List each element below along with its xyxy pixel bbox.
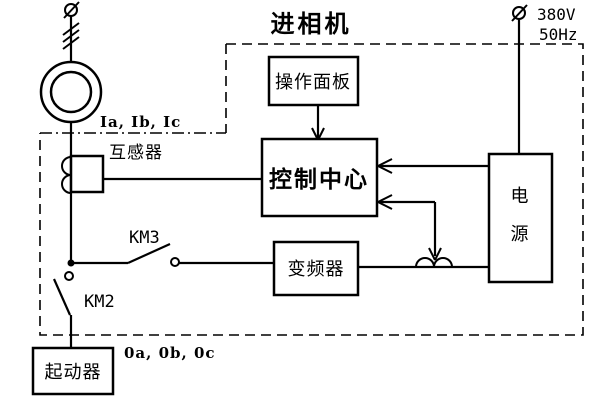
phase-terminal-icon — [511, 4, 528, 22]
starter-label: 起动器 — [45, 362, 102, 383]
power-supply-char1: 电 — [511, 186, 530, 207]
km2-label: KM2 — [84, 292, 115, 312]
km2-blade — [52, 278, 72, 316]
frequency-label: 50Hz — [539, 25, 578, 44]
phase-terminal-icon — [63, 1, 80, 19]
voltage-label: 380V — [537, 5, 576, 24]
km3-switch — [71, 242, 274, 267]
km2-contact-icon — [64, 271, 74, 281]
km2-switch — [52, 271, 74, 348]
power-supply-block: 电 源 — [487, 152, 554, 284]
current-transformer-symbol — [61, 154, 262, 194]
feedback-arrow — [377, 194, 442, 261]
arrow-power-to-control — [377, 158, 489, 174]
enclosure-outline — [39, 43, 584, 336]
km3-label: KM3 — [129, 228, 160, 248]
km3-contact-icon — [170, 257, 180, 267]
winding-arcs-icon — [61, 156, 72, 194]
three-phase-hash-marks — [62, 22, 80, 50]
mains-feed — [511, 4, 528, 154]
arrow-panel-to-control — [311, 105, 325, 141]
motor-branch — [39, 1, 103, 267]
input-current-label: Ia, Ib, Ic — [100, 113, 181, 131]
km3-blade — [127, 242, 171, 265]
frequency-converter-label: 变频器 — [288, 259, 345, 280]
sense-winding-icon — [415, 257, 453, 268]
control-center-block: 控制中心 — [260, 137, 379, 218]
frequency-converter-block: 变频器 — [272, 240, 360, 297]
operation-panel-label: 操作面板 — [275, 72, 351, 93]
control-center-label: 控制中心 — [269, 166, 369, 193]
inverter-to-power-wire — [358, 257, 489, 269]
transformer-label: 互感器 — [109, 143, 163, 163]
starter-block: 起动器 — [31, 346, 115, 396]
power-supply-char2: 源 — [511, 224, 530, 245]
output-current-label: 0a, 0b, 0c — [124, 344, 216, 362]
transformer-box — [69, 154, 105, 194]
diagram-title: 进相机 — [271, 10, 352, 38]
operation-panel-block: 操作面板 — [267, 55, 360, 141]
motor-icon — [39, 60, 103, 124]
